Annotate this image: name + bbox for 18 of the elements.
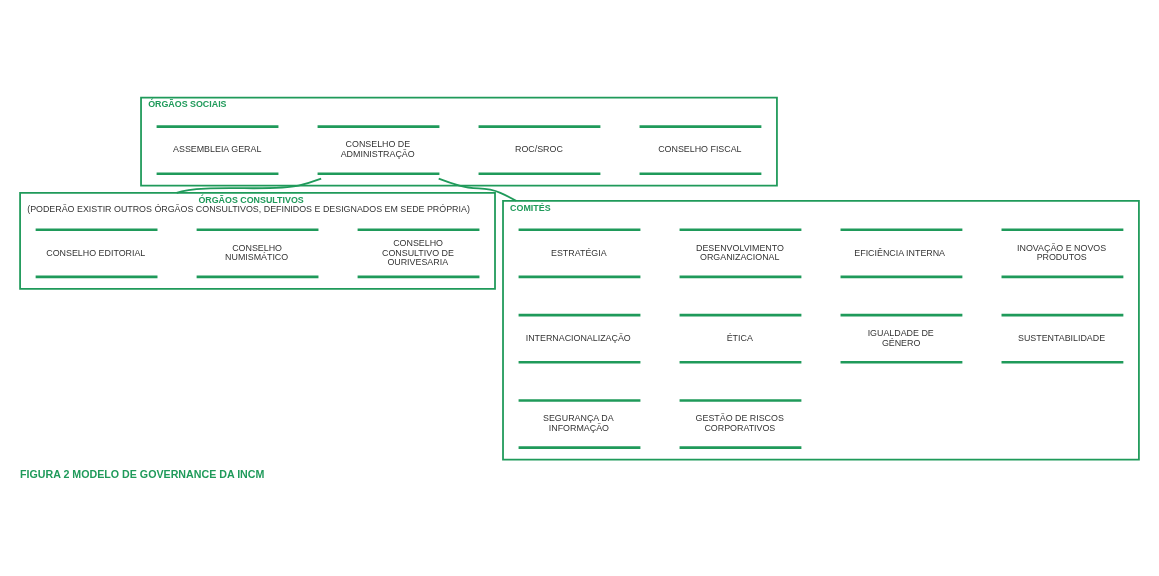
node-text: SEGURANÇA DA INFORMAÇÃO — [543, 413, 614, 434]
node-text: INTERNACIONALIZAÇÃO — [525, 332, 631, 343]
node-text: ROC/SROC — [515, 144, 563, 155]
node-text: ÉTICA — [726, 332, 753, 343]
node-text: EFICIÊNCIA INTERNA — [854, 247, 946, 258]
node-text: SUSTENTABILIDADE — [1017, 332, 1106, 343]
node-text: ESTRATÉGIA — [551, 247, 607, 258]
node-text: CONSELHO EDITORIAL — [46, 247, 146, 258]
node-text: CONSELHO DE ADMINISTRAÇÃO — [340, 139, 415, 160]
node-text: CONSELHO NUMISMÁTICO — [225, 242, 289, 263]
node-text: GESTÃO DE RISCOS CORPORATIVOS — [695, 413, 784, 434]
node-text: ASSEMBLEIA GERAL — [173, 144, 262, 155]
node-text: IGUALDADE DE GÉNERO — [867, 328, 934, 348]
node-text: CONSELHO FISCAL — [658, 144, 742, 155]
node-text: CONSELHO CONSULTIVO DE OURIVESARIA — [382, 237, 454, 268]
caption: FIGURA 2 MODELO DE GOVERNANCE DA INCM — [20, 467, 265, 480]
node-text: DESENVOLVIMENTO ORGANIZACIONAL — [696, 242, 784, 263]
node-text: INOVAÇÃO E NOVOS PRODUTOS — [1017, 242, 1107, 263]
